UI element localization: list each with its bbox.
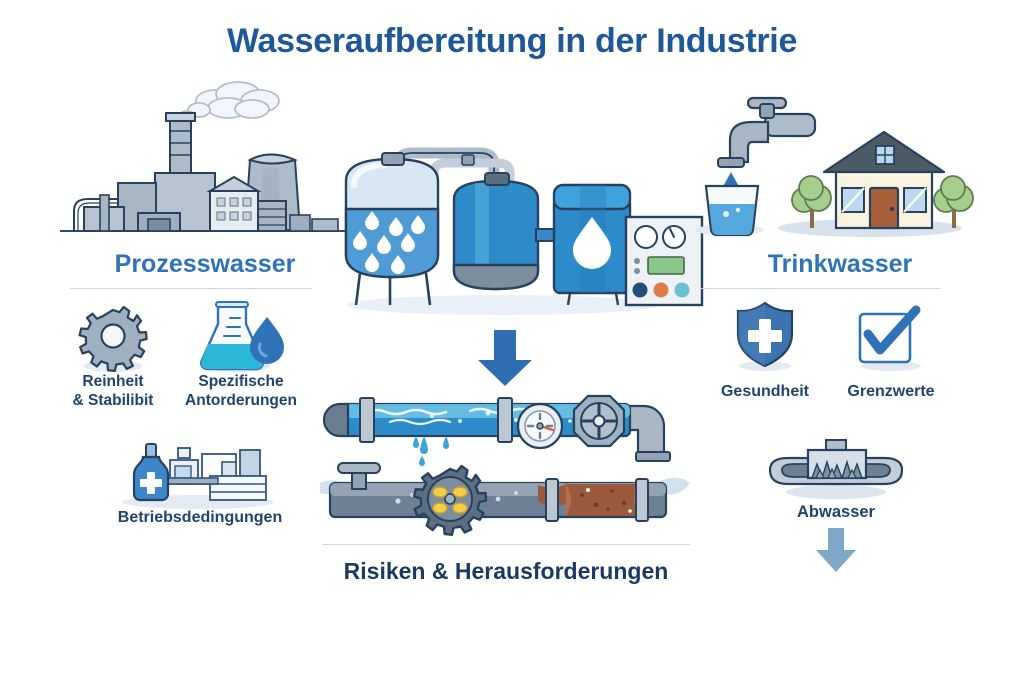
industrial-plant-icon: [60, 81, 350, 245]
feature-label-betriebsdedingungen: Betriebsdedingungen: [117, 509, 283, 526]
checkbox-check-icon: [854, 304, 928, 372]
feature-label-gesundheit: Gesundheit: [720, 383, 809, 400]
flask-droplet-icon: [192, 300, 288, 374]
gear-icon: [74, 302, 152, 374]
bottom-divider: [322, 544, 690, 545]
feature-label-line2: & Stabilibit: [72, 392, 154, 410]
prozesswasser-heading: Prozesswasser: [114, 250, 296, 278]
feature-label-spezifische: Spezifische Antorderungen: [176, 372, 306, 411]
wastewater-clarifier-icon: [756, 439, 916, 500]
risiken-title: Risiken & Herausforderungen: [343, 558, 669, 584]
feature-label-line1: Reinheit: [82, 373, 144, 390]
feature-label-grenzwerte: Grenzwerte: [847, 383, 935, 400]
faucet-glass-house-icon: [690, 88, 990, 248]
down-arrow-icon-right: [810, 528, 862, 574]
water-treatment-plant-icon: [330, 125, 704, 315]
feature-label-reinheit: Reinheit & Stabilibit: [48, 372, 178, 411]
trinkwasser-heading: Trinkwasser: [767, 250, 913, 278]
feature-label-abwasser: Abwasser: [797, 503, 875, 521]
right-divider: [700, 288, 940, 289]
corroded-scaled-pipe-icon: [320, 455, 690, 536]
feature-label-line1: Spezifische: [198, 373, 284, 390]
clean-water-pipe-icon: [320, 386, 690, 466]
page-title: Wasseraufbereitung in der Industrie: [226, 22, 798, 60]
shield-cross-icon: [732, 300, 798, 372]
left-divider: [70, 288, 312, 289]
bottle-factory-icon: [110, 442, 300, 510]
down-arrow-icon: [470, 330, 540, 388]
feature-label-line2: Antorderungen: [185, 392, 297, 410]
